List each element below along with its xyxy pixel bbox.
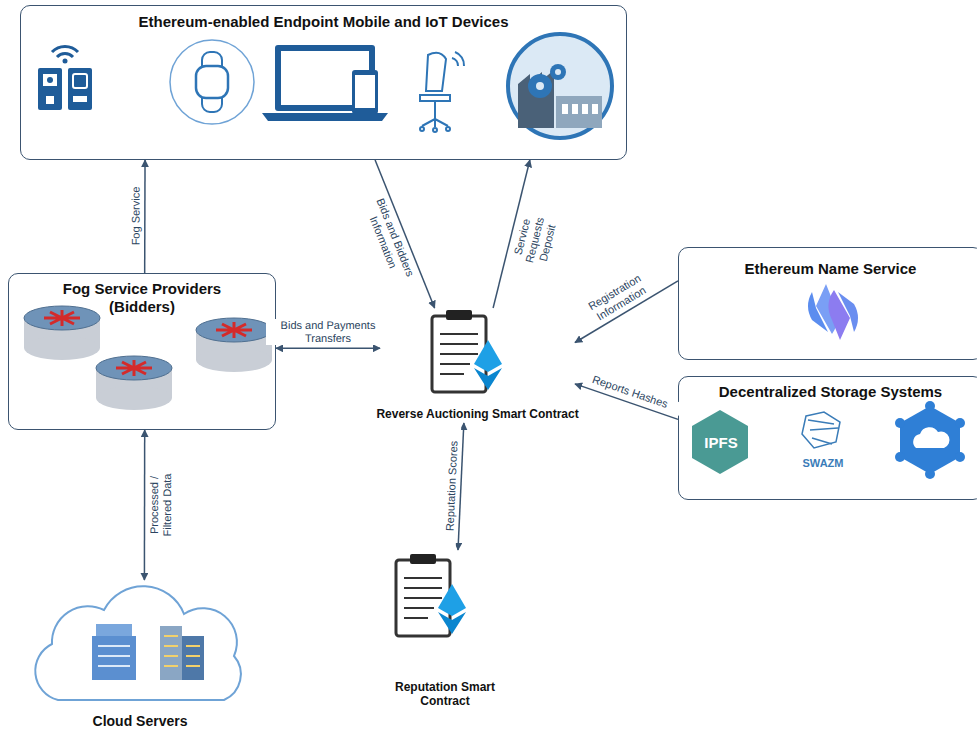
node-title: Reputation Smart Contract	[385, 680, 505, 708]
logo-text: IPFS	[704, 434, 737, 452]
icon-node: Cloud Servers	[30, 580, 250, 732]
smart-factory-icon	[508, 34, 612, 138]
smartwatch-icon	[170, 40, 254, 124]
ipfs-logo	[692, 410, 748, 474]
connector	[276, 348, 380, 350]
group-box: Ethereum Name Service	[678, 247, 977, 360]
router-icon	[96, 356, 172, 410]
node-title: Cloud Servers	[93, 713, 188, 730]
connector	[144, 430, 146, 580]
group-box: Fog Service Providers (Bidders)	[8, 273, 276, 430]
router-icon	[24, 306, 100, 360]
smart-chair-icon	[420, 52, 464, 132]
edge-label: Fog Service	[129, 169, 142, 263]
access-panel-icon	[38, 46, 92, 110]
edge-label: Reports Hashes	[574, 367, 686, 416]
smart-contract-icon	[396, 554, 466, 636]
router-icon	[196, 318, 272, 372]
node-title: Decentralized Storage Systems	[719, 383, 942, 401]
cloud-servers-icon	[35, 586, 241, 700]
icon-node: Reputation Smart Contract	[380, 550, 510, 710]
cloud-storage-logo	[895, 401, 965, 479]
node-title: Reverse Auctioning Smart Contract	[376, 407, 578, 421]
group-box: Decentralized Storage SystemsIPFS SWAZM	[678, 376, 977, 500]
smart-contract-icon	[432, 310, 502, 392]
laptop-phone-icon	[262, 45, 388, 132]
ens-logo	[808, 284, 858, 340]
connector	[144, 160, 146, 273]
swarm-logo	[802, 412, 840, 448]
edge-label: Bids and Bidders Information	[356, 183, 423, 298]
node-title: Fog Service Providers (Bidders)	[42, 280, 242, 316]
edge-label: Processed / Filtered Data	[147, 463, 173, 547]
group-box: Ethereum-enabled Endpoint Mobile and IoT…	[20, 5, 627, 160]
node-title: Ethereum-enabled Endpoint Mobile and IoT…	[138, 13, 508, 31]
edge-label: Bids and Payments Transfers	[266, 319, 390, 345]
node-title: Ethereum Name Service	[745, 260, 917, 278]
icon-node: Reverse Auctioning Smart Contract	[380, 308, 575, 423]
logo-text: SWAZM	[803, 457, 844, 470]
